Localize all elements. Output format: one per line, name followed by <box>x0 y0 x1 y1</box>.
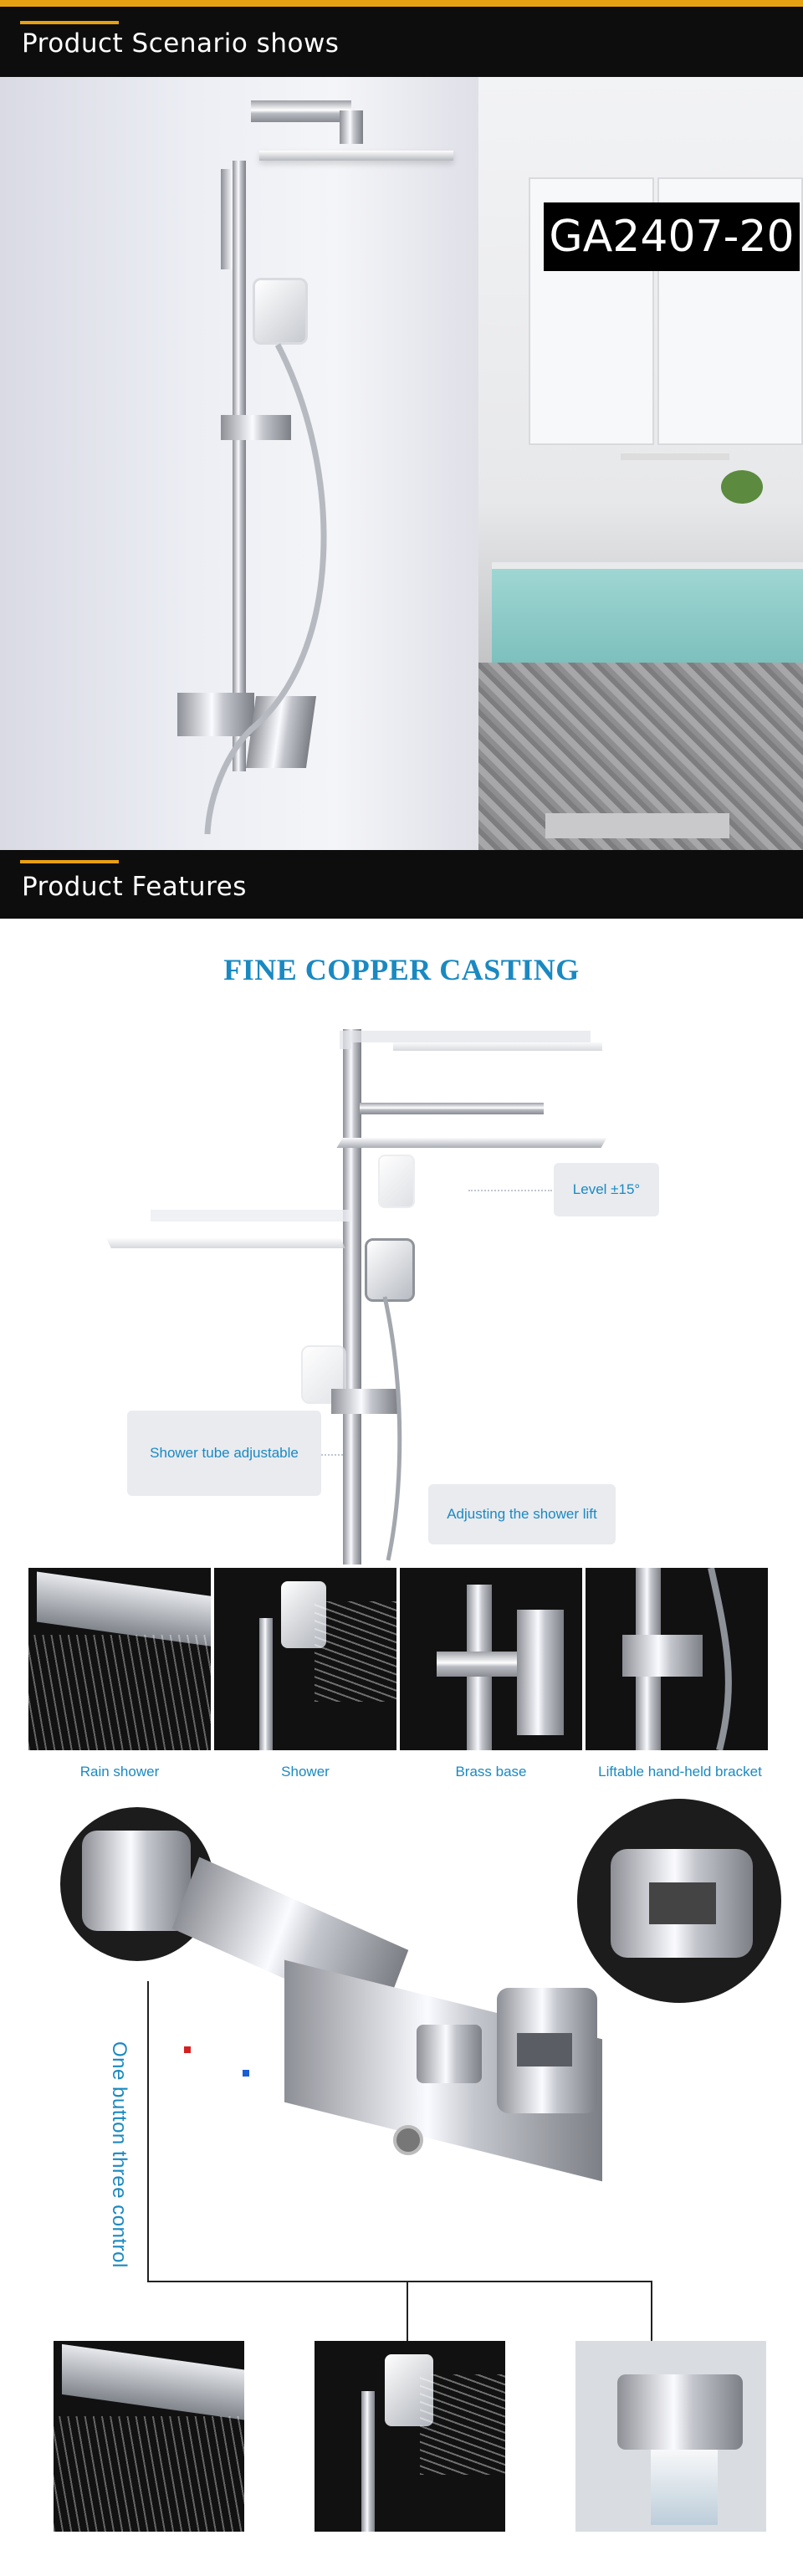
scenario-photo: GA2407-20 <box>0 77 803 850</box>
riser-pipe <box>361 2391 375 2532</box>
bottom-thumb-shower <box>315 2341 505 2532</box>
spout-outlet <box>517 2033 572 2066</box>
bottom-thumb-rain-shower <box>54 2341 244 2532</box>
connector-line <box>147 2281 652 2282</box>
section-accent-line <box>20 21 119 24</box>
callout-connector <box>321 1454 343 1456</box>
slider-bracket <box>331 1389 398 1414</box>
shower-arm-joint <box>340 110 363 144</box>
callout-connector <box>468 1190 552 1191</box>
shower-hose <box>204 343 327 835</box>
hand-shower <box>281 1581 326 1648</box>
plant <box>721 470 763 504</box>
brass-base <box>517 1610 564 1735</box>
inlet-thread <box>393 2125 423 2155</box>
spout-aerator <box>649 1882 716 1924</box>
bathroom-backdrop <box>478 77 803 850</box>
connector-line <box>651 2281 652 2343</box>
shower-hose <box>382 1296 402 1561</box>
thumb-label-brass-base: Brass base <box>455 1764 527 1780</box>
slider-bracket <box>221 415 291 440</box>
cold-indicator <box>243 2070 249 2077</box>
riser-pipe <box>233 161 246 771</box>
hand-shower-high <box>378 1155 415 1208</box>
water-spray <box>420 2374 505 2475</box>
thumb-handheld-bracket <box>586 1568 768 1750</box>
callout-tube-adjustable: Shower tube adjustable <box>127 1411 321 1496</box>
thumb-shower <box>214 1568 396 1750</box>
scenario-section-bar: Product Scenario shows <box>0 7 803 77</box>
mixer-body <box>177 693 254 736</box>
scenario-section-title: Product Scenario shows <box>22 28 340 59</box>
shower-arm-high <box>340 1031 591 1049</box>
liftable-bracket <box>622 1635 703 1677</box>
circle-diverter-button <box>60 1807 214 1961</box>
rain-head <box>62 2343 244 2422</box>
thumb-label-handheld-bracket: Liftable hand-held bracket <box>598 1764 762 1780</box>
waterfall-spout <box>617 2374 743 2450</box>
features-section-title: Product Features <box>22 872 247 902</box>
thumb-label-shower: Shower <box>281 1764 330 1780</box>
connector <box>437 1652 517 1677</box>
bottom-thumb-waterfall <box>575 2341 766 2532</box>
hand-shower-head <box>253 278 308 345</box>
rain-shower-head <box>259 151 453 161</box>
features-section-bar: Product Features <box>0 850 803 919</box>
model-tag: GA2407-20 <box>544 202 800 271</box>
thumb-brass-base <box>400 1568 582 1750</box>
shower-arm-mid <box>360 1103 544 1114</box>
hot-indicator <box>184 2046 191 2053</box>
connector-line <box>407 2281 408 2343</box>
bath-mat <box>545 813 729 838</box>
top-accent-stripe <box>0 0 803 7</box>
riser-pipe <box>343 1029 361 1565</box>
diverter-button <box>82 1831 191 1931</box>
water-spray <box>54 2416 244 2532</box>
riser-pipe <box>259 1618 273 1750</box>
shower-arm-low <box>151 1210 351 1221</box>
feature-heading: FINE COPPER CASTING <box>223 953 580 986</box>
vanity <box>492 562 803 663</box>
callout-shower-lift: Adjusting the shower lift <box>428 1484 616 1544</box>
rain-head-mid <box>336 1138 607 1148</box>
one-button-three-control-label: One button three control <box>108 2041 130 2268</box>
shower-arm <box>251 100 351 122</box>
rain-head-high <box>393 1042 602 1051</box>
sink-faucet <box>621 453 729 460</box>
hand-shower-mid <box>365 1238 415 1302</box>
circle-waterfall-spout <box>577 1799 781 2003</box>
rain-head-low <box>106 1238 345 1248</box>
callout-level: Level ±15° <box>554 1163 659 1216</box>
water-spray <box>315 1601 396 1702</box>
water-spray <box>28 1635 211 1750</box>
hose <box>708 1568 732 1750</box>
hand-shower <box>385 2354 433 2426</box>
section-accent-line <box>20 860 119 863</box>
thumb-rain-shower <box>28 1568 211 1750</box>
connector-line <box>147 1981 149 2282</box>
diverter-button <box>417 2025 482 2083</box>
water-flow <box>651 2450 718 2525</box>
thumb-label-rain-shower: Rain shower <box>79 1764 160 1780</box>
